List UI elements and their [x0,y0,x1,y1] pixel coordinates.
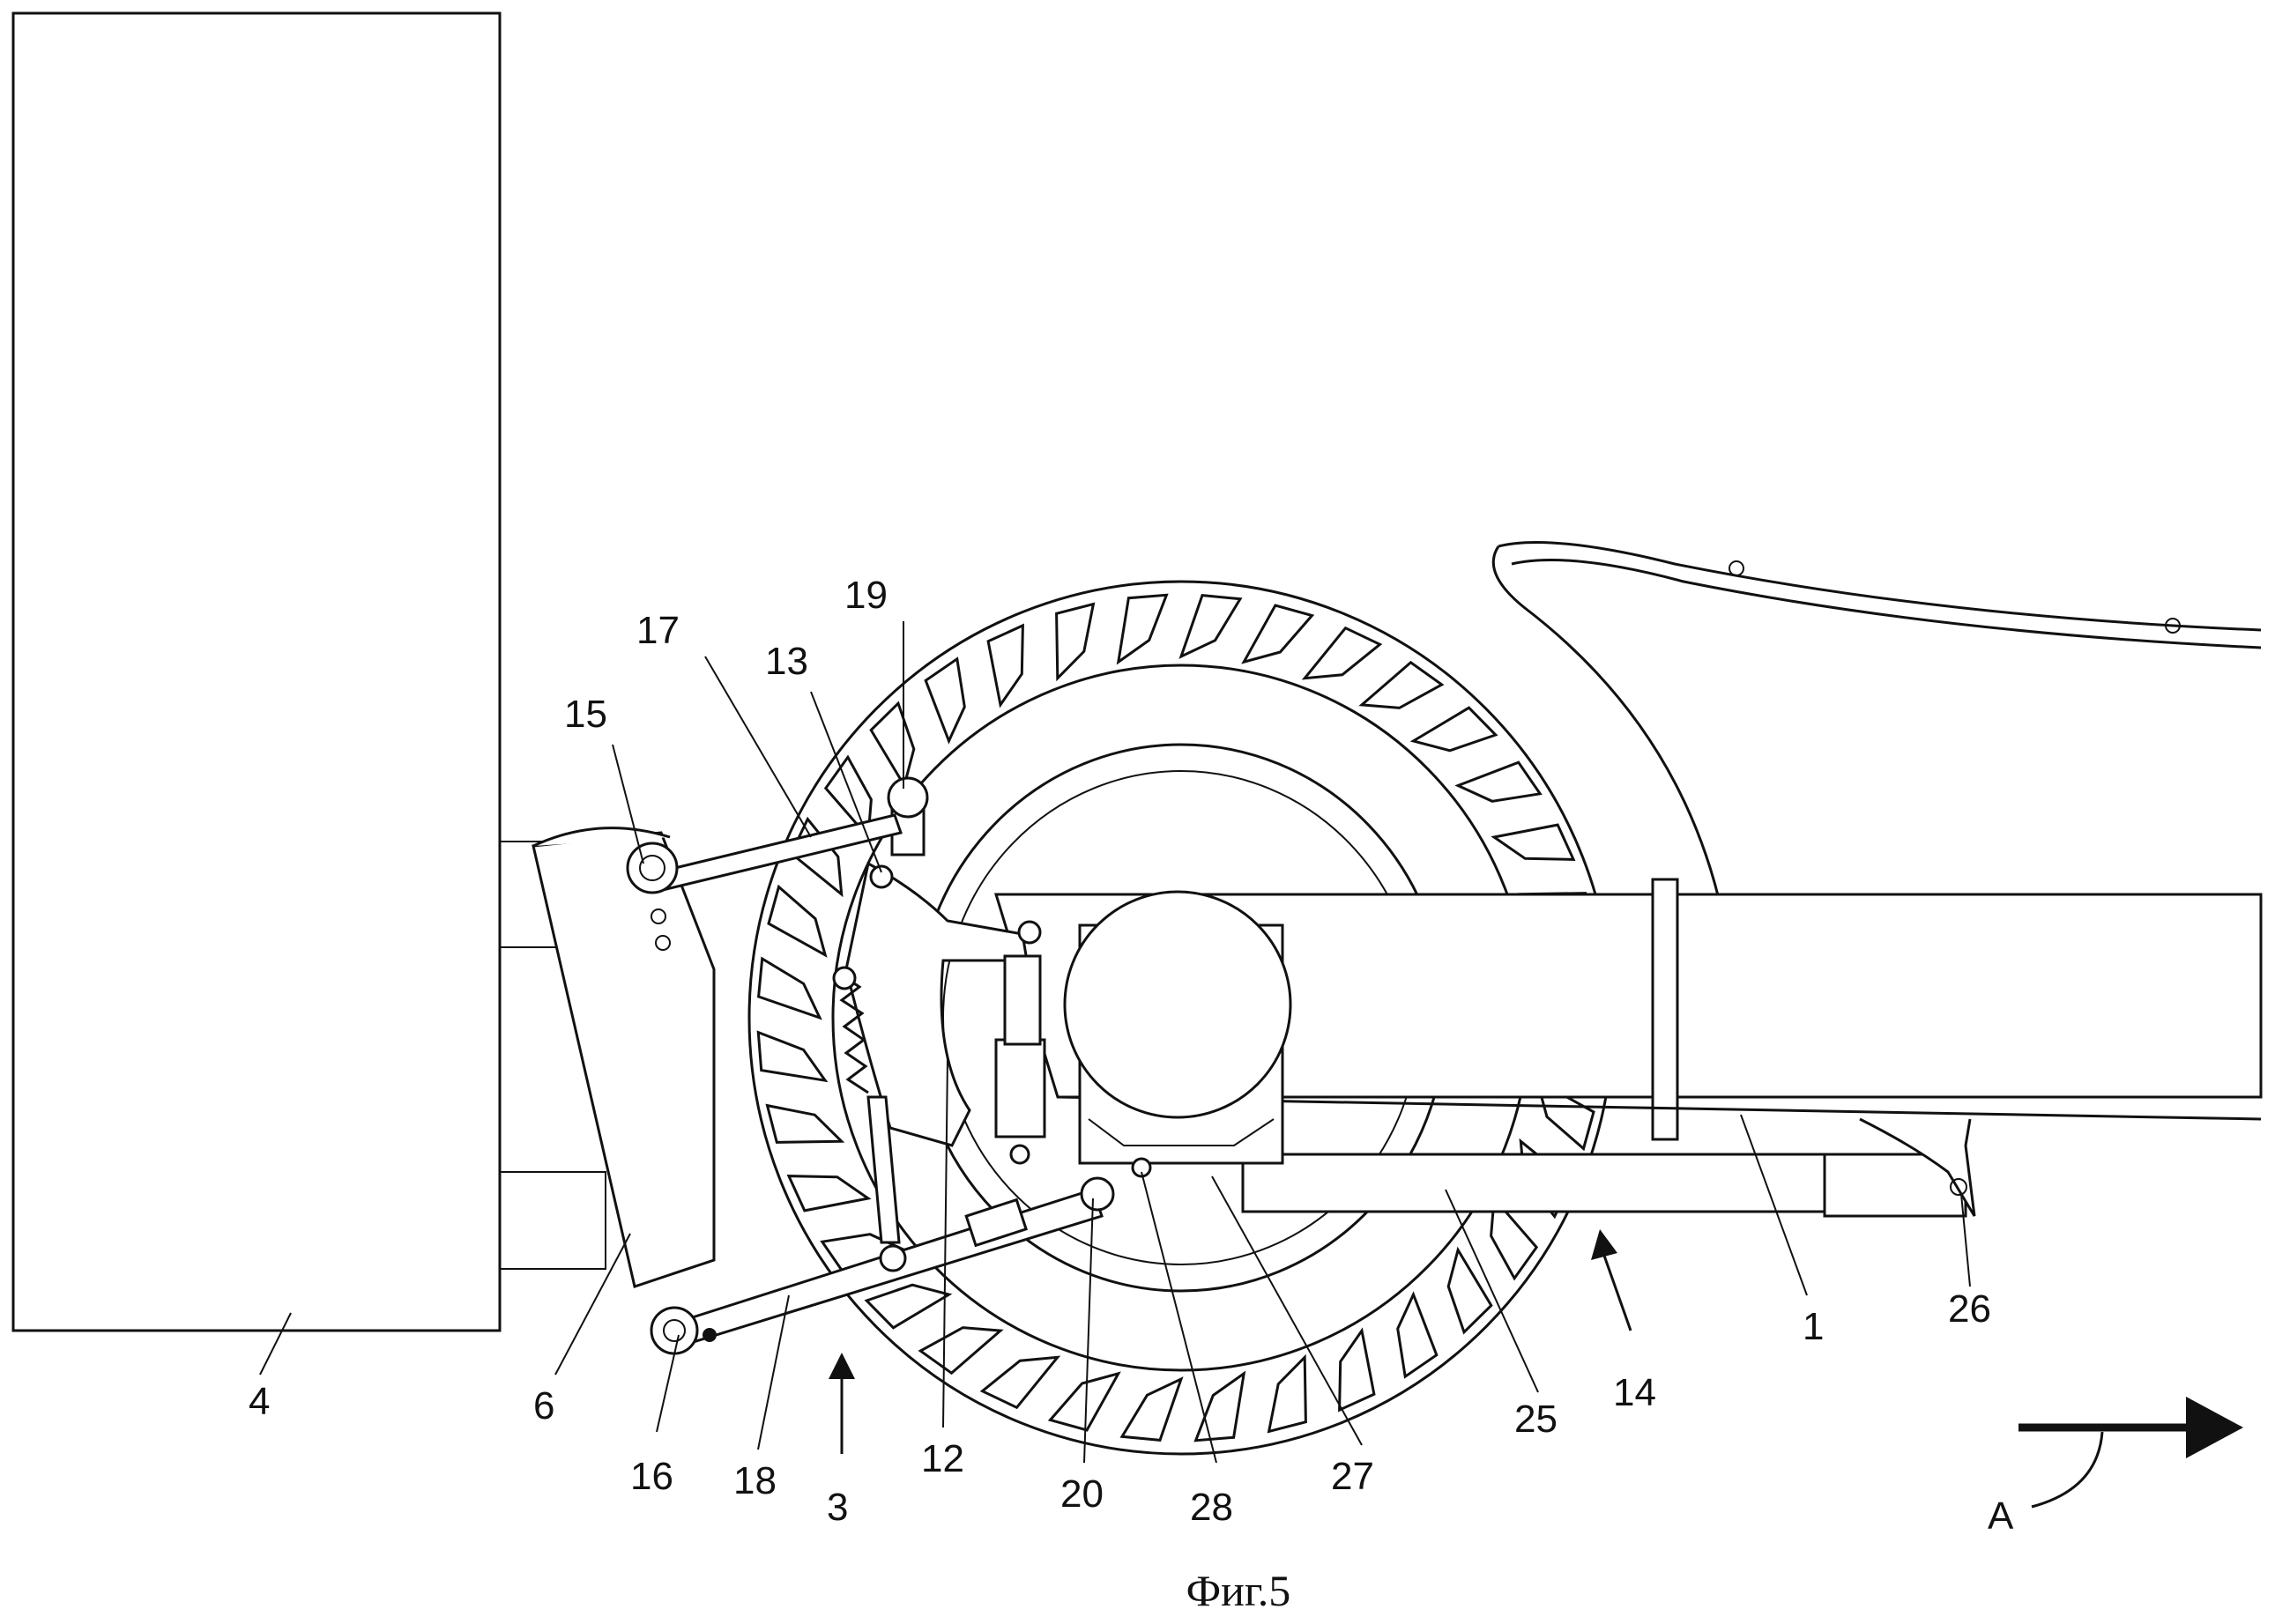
tread-lug [1301,626,1383,680]
tread-lug [1396,1291,1439,1379]
mount-plate-lower [499,1171,606,1270]
part-15-joint [626,842,679,894]
lever-pivot-right [1017,920,1042,945]
spring-top-eye [832,966,857,990]
tread-lug [756,956,822,1020]
part-12-lever [844,861,1029,1147]
label-27: 27 [1331,1455,1374,1498]
tread-lug [1491,823,1576,861]
part-13-pivot [869,864,894,889]
part-16-joint-inner [663,1319,686,1342]
frame-hole-1 [651,908,666,924]
tread-lug [767,884,828,958]
tread-lug [786,1175,872,1212]
tread-lug [1267,1353,1307,1434]
label-4: 4 [249,1380,270,1423]
gearbox-chamfer [1088,1118,1275,1146]
tread-lug [1446,1246,1493,1335]
label-15: 15 [564,693,607,736]
fender-bolt-1 [1729,560,1744,576]
shock-absorber-top [1003,954,1042,1046]
leader-lines [259,621,1971,1464]
tread-lug [918,1326,1004,1376]
tread-lug [1178,593,1243,659]
label-26: 26 [1948,1287,1991,1331]
tread-lug [986,623,1024,708]
tread-lug [864,1283,953,1330]
label-16: 16 [630,1455,673,1498]
part-16-joint [650,1306,699,1355]
beam-clamp [1651,878,1679,1141]
part-28-pin [1131,1157,1152,1178]
frame-hole-2 [655,935,671,951]
motor-housing [1063,890,1292,1119]
part-4-block [11,11,502,1332]
label-14: 14 [1613,1371,1656,1414]
shock-lower-eye [1009,1144,1030,1165]
joint-dot [703,1328,717,1342]
part-15-joint-inner [639,855,665,881]
tread-lug [1241,604,1315,664]
label-12: 12 [921,1437,964,1480]
part-19-pin [887,776,929,819]
tread-lug [1338,1327,1376,1413]
arrow-3 [829,1353,855,1454]
part-20-joint [1080,1176,1115,1212]
label-25: 25 [1514,1398,1558,1441]
part-26-bracket [1859,1117,1976,1217]
tread-lug [1490,1195,1539,1281]
shock-absorber-body [994,1038,1046,1138]
fender [1491,541,2262,900]
figure-caption: Фиг.5 [1186,1566,1291,1615]
tread-lug [1119,1376,1184,1442]
tread-lug [1193,1370,1246,1442]
suspension-spring [839,976,869,1094]
tread-lug [1454,760,1543,803]
tread-lug [756,1030,829,1083]
fender-bolt-2 [2165,618,2181,634]
tread-lug [1047,1371,1121,1432]
label-18: 18 [733,1459,777,1502]
label-13: 13 [765,640,808,683]
label-1: 1 [1803,1305,1824,1348]
tread-lug [765,1103,845,1144]
arrow-14 [1591,1229,1632,1331]
link-18-mid-joint [879,1244,907,1272]
tread-lug [1409,706,1498,753]
label-6: 6 [533,1384,554,1427]
part-26-pin [1950,1178,1967,1196]
label-19: 19 [844,574,888,617]
tread-lug [979,1355,1061,1410]
direction-arrow-A [2019,1397,2243,1509]
label-17: 17 [636,609,680,652]
tread-lug [1055,602,1096,682]
label-20: 20 [1060,1472,1104,1516]
label-28: 28 [1190,1486,1233,1529]
label-3: 3 [827,1486,848,1529]
part-6-frame [532,831,716,1288]
tread-lug [924,656,966,745]
link-adjuster [964,1198,1028,1248]
vertical-rod [866,1095,901,1244]
label-A: A [1988,1494,2014,1538]
tread-lug [1116,593,1169,665]
tread-lug [1358,660,1445,709]
